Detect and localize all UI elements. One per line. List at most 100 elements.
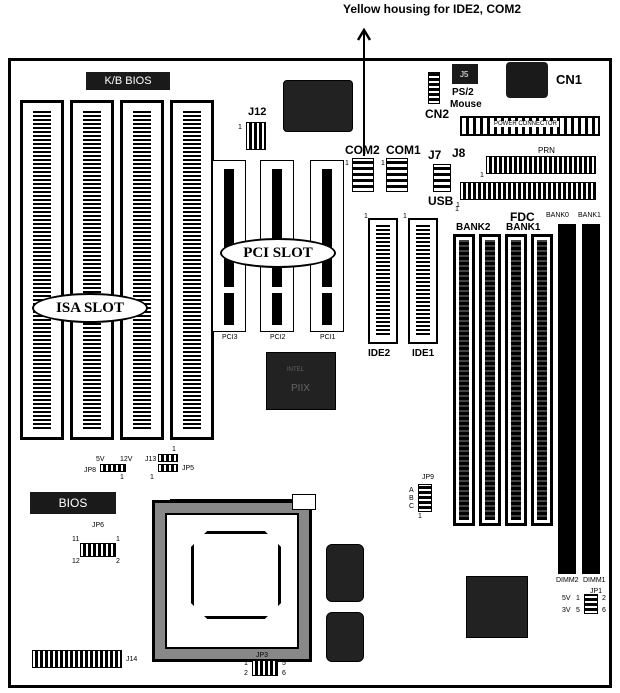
cpu-socket [152, 500, 312, 662]
jp6-11-label: 11 [72, 536, 80, 543]
fdc-label: FDC [510, 210, 535, 224]
simm-slot-3 [505, 234, 527, 526]
j7-label: J7 [428, 148, 442, 162]
jp6-jumper [80, 543, 116, 557]
bank1-label: BANK1 [506, 222, 541, 233]
jp9-pin-label: 1 [418, 513, 422, 520]
j13-jumper [158, 454, 178, 462]
motherboard-outline [8, 58, 612, 688]
j5-ps2-connector [452, 64, 478, 84]
ide1-pin-label: 1 [403, 213, 407, 220]
bios-chip: BIOS [30, 492, 116, 514]
jp5-label: JP5 [182, 465, 195, 472]
cpu-socket-lever [292, 494, 316, 510]
j8-label: J8 [452, 146, 466, 160]
jp3-label: JP3 [256, 652, 269, 659]
jp3-2-label: 2 [244, 670, 248, 677]
chip-right [466, 576, 528, 638]
j5-label: J5 [460, 70, 469, 79]
isa-slot-4 [170, 100, 214, 440]
com2-pin-label: 1 [345, 160, 349, 167]
jp5-pin-label: 1 [150, 474, 154, 481]
jp6-label: JP6 [92, 522, 105, 529]
prn-label: PRN [538, 146, 555, 155]
jp6-2-label: 2 [116, 558, 120, 565]
dimm-slot-2 [558, 224, 576, 574]
chipset-chip: INTEL PIIX [266, 352, 336, 410]
isa-slot-2 [70, 100, 114, 440]
cpu-socket-lever-bar [170, 499, 292, 502]
jp8-pin-label: 1 [120, 474, 124, 481]
jp3-1-label: 1 [244, 660, 248, 667]
simm-slot-1 [453, 234, 475, 526]
dimm1-label: DIMM1 [583, 577, 606, 584]
jp1-5-label: 5 [576, 607, 580, 614]
kb-bios-chip: K/B BIOS [86, 72, 170, 90]
jp1-6-label: 6 [602, 607, 606, 614]
cn1-label: CN1 [556, 72, 583, 87]
mouse-label: Mouse [450, 99, 482, 110]
pci3-label: PCI3 [222, 334, 238, 341]
com1-label: COM1 [386, 143, 421, 157]
chip-upper [326, 544, 364, 602]
cn2-header [428, 72, 440, 104]
usb-label: USB [428, 194, 454, 208]
ide1-header [408, 218, 438, 344]
ide2-label: IDE2 [368, 348, 391, 359]
jp1-2-label: 2 [602, 595, 606, 602]
dimm-slot-1 [582, 224, 600, 574]
dimm2-label: DIMM2 [556, 577, 579, 584]
cn1-connector [506, 62, 548, 98]
isa-slot-3 [120, 100, 164, 440]
jp1-1-label: 1 [576, 595, 580, 602]
ide2-pin-label: 1 [364, 213, 368, 220]
j14-label: J14 [126, 656, 138, 663]
j13-pin-label: 1 [172, 446, 176, 453]
power-connector: POWER CONNECTOR [460, 116, 600, 136]
diagram-title: Yellow housing for IDE2, COM2 [343, 2, 522, 16]
jp8-label: JP8 [84, 467, 97, 474]
jp3-5-label: 5 [282, 660, 286, 667]
chipset-label-mid: PIIX [291, 383, 310, 394]
fdc-header [460, 182, 596, 200]
jp5-jumper [158, 464, 178, 472]
ide1-label: IDE1 [412, 348, 435, 359]
pci-slot-label: PCI SLOT [220, 238, 336, 268]
keyboard-controller-chip [283, 80, 353, 132]
bank2-label: BANK2 [456, 222, 491, 233]
j13-label: J13 [145, 456, 157, 463]
jp9-jumper [418, 484, 432, 512]
cn2-label: CN2 [425, 107, 450, 121]
simm-slot-2 [479, 234, 501, 526]
jp1-3v-label: 3V [562, 607, 571, 614]
com1-pin-label: 1 [381, 160, 385, 167]
pci2-label: PCI2 [270, 334, 286, 341]
kb-bios-label: K/B BIOS [104, 75, 152, 87]
isa-slot-1 [20, 100, 64, 440]
com2-header [352, 158, 374, 192]
jp9-b-label: B [409, 495, 414, 502]
j14-header [32, 650, 122, 668]
bios-label: BIOS [58, 496, 88, 510]
ide2-header [368, 218, 398, 344]
j12-label: J12 [248, 106, 267, 118]
arrow-up-icon [356, 27, 372, 156]
isa-slot-label: ISA SLOT [32, 293, 148, 323]
bank0-label: BANK0 [546, 212, 569, 219]
com1-header [386, 158, 408, 192]
chipset-label-top: INTEL [287, 367, 305, 373]
prn-header [486, 156, 596, 174]
jp9-a-label: A [409, 487, 414, 494]
jp1-label: JP1 [590, 588, 603, 595]
v12-label: 12V [120, 456, 133, 463]
usb-pin-label: 1 [455, 206, 459, 213]
fdc-pin-label: 1 [456, 202, 460, 209]
usb-header [433, 164, 451, 192]
v5-label: 5V [96, 456, 105, 463]
jp3-6-label: 6 [282, 670, 286, 677]
pci1-label: PCI1 [320, 334, 336, 341]
jp9-c-label: C [409, 503, 415, 510]
jp8-jumper [100, 464, 126, 472]
j12-pin-label: 1 [238, 124, 242, 131]
ps2-label: PS/2 [452, 87, 474, 98]
